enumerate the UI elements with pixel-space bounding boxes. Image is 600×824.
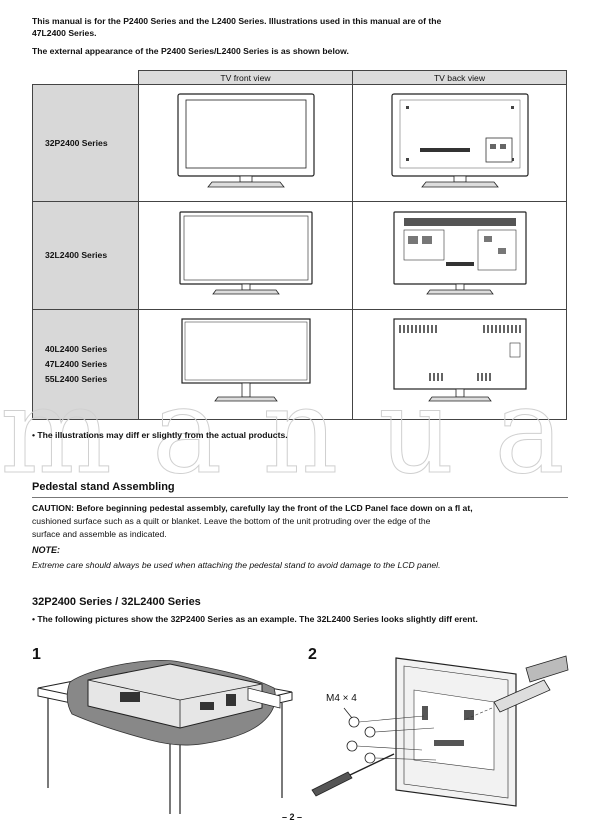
tv-front-illustration [178, 210, 313, 294]
row-label-32l2400: 32L2400 Series [32, 201, 139, 310]
front-view-32p2400 [138, 84, 353, 202]
caution-line-1: CAUTION: Before beginning pedestal assem… [32, 503, 473, 513]
caution-line-2: cushioned surface such as a quilt or bla… [32, 516, 431, 526]
intro-line-3: The external appearance of the P2400 Ser… [32, 46, 349, 56]
step-2-illustration [311, 655, 569, 807]
note-heading: NOTE: [32, 545, 60, 555]
row-label-l2400-large: 40L2400 Series 47L2400 Series 55L2400 Se… [32, 309, 139, 420]
step-1-illustration [37, 660, 293, 814]
tv-front-illustration [180, 318, 311, 402]
page-number: – 2 – [282, 812, 303, 822]
pedestal-section-title: Pedestal stand Assembling [32, 481, 175, 493]
section-divider [32, 497, 568, 498]
tv-back-illustration [390, 93, 529, 188]
model-table: TV front view TV back view 32P2400 Serie… [32, 70, 567, 420]
back-view-large-l2400 [352, 309, 567, 420]
step-2-number: 2 [308, 646, 317, 663]
watermark: manual [0, 362, 600, 500]
series-section-title: 32P2400 Series / 32L2400 Series [32, 596, 201, 608]
back-view-32l2400 [352, 201, 567, 310]
tv-back-illustration [392, 318, 527, 402]
back-view-32p2400 [352, 84, 567, 202]
intro-line-1: This manual is for the P2400 Series and … [32, 16, 442, 26]
caution-line-3: surface and assemble as indicated. [32, 529, 167, 539]
table-corner [32, 70, 139, 85]
front-view-32l2400 [138, 201, 353, 310]
tv-back-illustration [392, 210, 527, 294]
intro-line-2: 47L2400 Series. [32, 28, 97, 38]
front-view-large-l2400 [138, 309, 353, 420]
step-1-number: 1 [32, 646, 41, 663]
screw-label: M4 × 4 [326, 693, 357, 704]
illustration-note: • The illustrations may diff er slightly… [32, 430, 288, 440]
header-front-view: TV front view [138, 70, 353, 85]
row-label-32p2400: 32P2400 Series [32, 84, 139, 202]
header-back-view: TV back view [352, 70, 567, 85]
note-text: Extreme care should always be used when … [32, 560, 441, 570]
tv-front-illustration [176, 93, 315, 188]
series-section-subtitle: • The following pictures show the 32P240… [32, 614, 478, 624]
